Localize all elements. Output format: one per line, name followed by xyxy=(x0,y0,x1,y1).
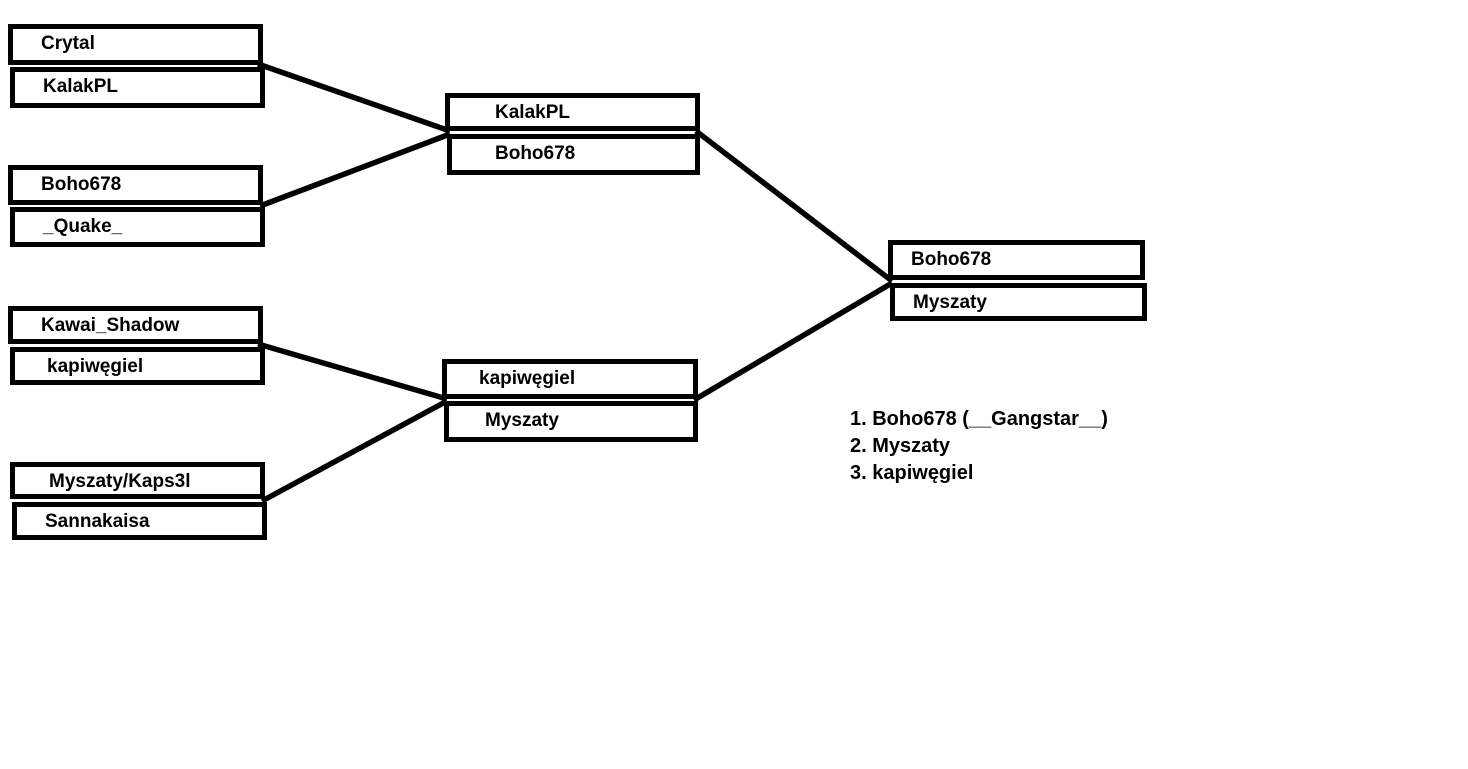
bracket-slot-final-top: Boho678 xyxy=(888,240,1145,280)
bracket-slot-r1m3-top: Kawai_Shadow xyxy=(8,306,263,344)
bracket-slot-sf2-bottom: Myszaty xyxy=(444,401,698,442)
player-name: Myszaty xyxy=(485,410,559,431)
standing-second-place: 2. Myszaty xyxy=(850,435,951,457)
connector-line-sf1-to-final xyxy=(694,128,894,284)
final-standings: 1. Boho678 (__Gangstar__) 2. Myszaty 3. … xyxy=(850,406,1108,487)
standing-third-place: 3. kapiwęgiel xyxy=(850,462,974,484)
player-name: Boho678 xyxy=(495,143,576,164)
bracket-slot-r1m1-bottom: KalakPL xyxy=(10,67,265,108)
bracket-slot-r1m2-bottom: _Quake_ xyxy=(10,207,265,247)
player-name: Kawai_Shadow xyxy=(41,315,180,336)
bracket-slot-r1m1-top: Crytal xyxy=(8,24,263,65)
bracket-slot-sf2-top: kapiwęgiel xyxy=(442,359,698,399)
player-name: Boho678 xyxy=(911,249,992,270)
bracket-slot-r1m3-bottom: kapiwęgiel xyxy=(10,347,265,385)
bracket-slot-final-bottom: Myszaty xyxy=(890,283,1147,321)
bracket-slot-sf1-bottom: Boho678 xyxy=(447,134,700,175)
bracket-slot-r1m4-top: Myszaty/Kaps3l xyxy=(10,462,265,499)
player-name: _Quake_ xyxy=(43,216,123,237)
standing-first-place: 1. Boho678 (__Gangstar__) xyxy=(850,408,1108,430)
connector-line-sf2-to-final xyxy=(692,280,894,403)
bracket-slot-sf1-top: KalakPL xyxy=(445,93,700,131)
player-name: Myszaty/Kaps3l xyxy=(49,471,191,492)
bracket-slot-r1m2-top: Boho678 xyxy=(8,165,263,205)
connector-line-r1m2-to-sf1 xyxy=(259,131,451,209)
connector-line-r1m3-to-sf2 xyxy=(257,341,448,402)
connector-line-r1m1-to-sf1 xyxy=(257,61,451,134)
player-name: KalakPL xyxy=(43,76,118,97)
player-name: kapiwęgiel xyxy=(479,368,576,389)
player-name: KalakPL xyxy=(495,102,570,123)
player-name: Boho678 xyxy=(41,174,122,195)
player-name: Myszaty xyxy=(913,292,987,313)
bracket-slot-r1m4-bottom: Sannakaisa xyxy=(12,502,267,540)
connector-line-r1m4-to-sf2 xyxy=(260,398,449,504)
player-name: Crytal xyxy=(41,33,95,54)
player-name: Sannakaisa xyxy=(45,511,150,532)
player-name: kapiwęgiel xyxy=(47,356,144,377)
